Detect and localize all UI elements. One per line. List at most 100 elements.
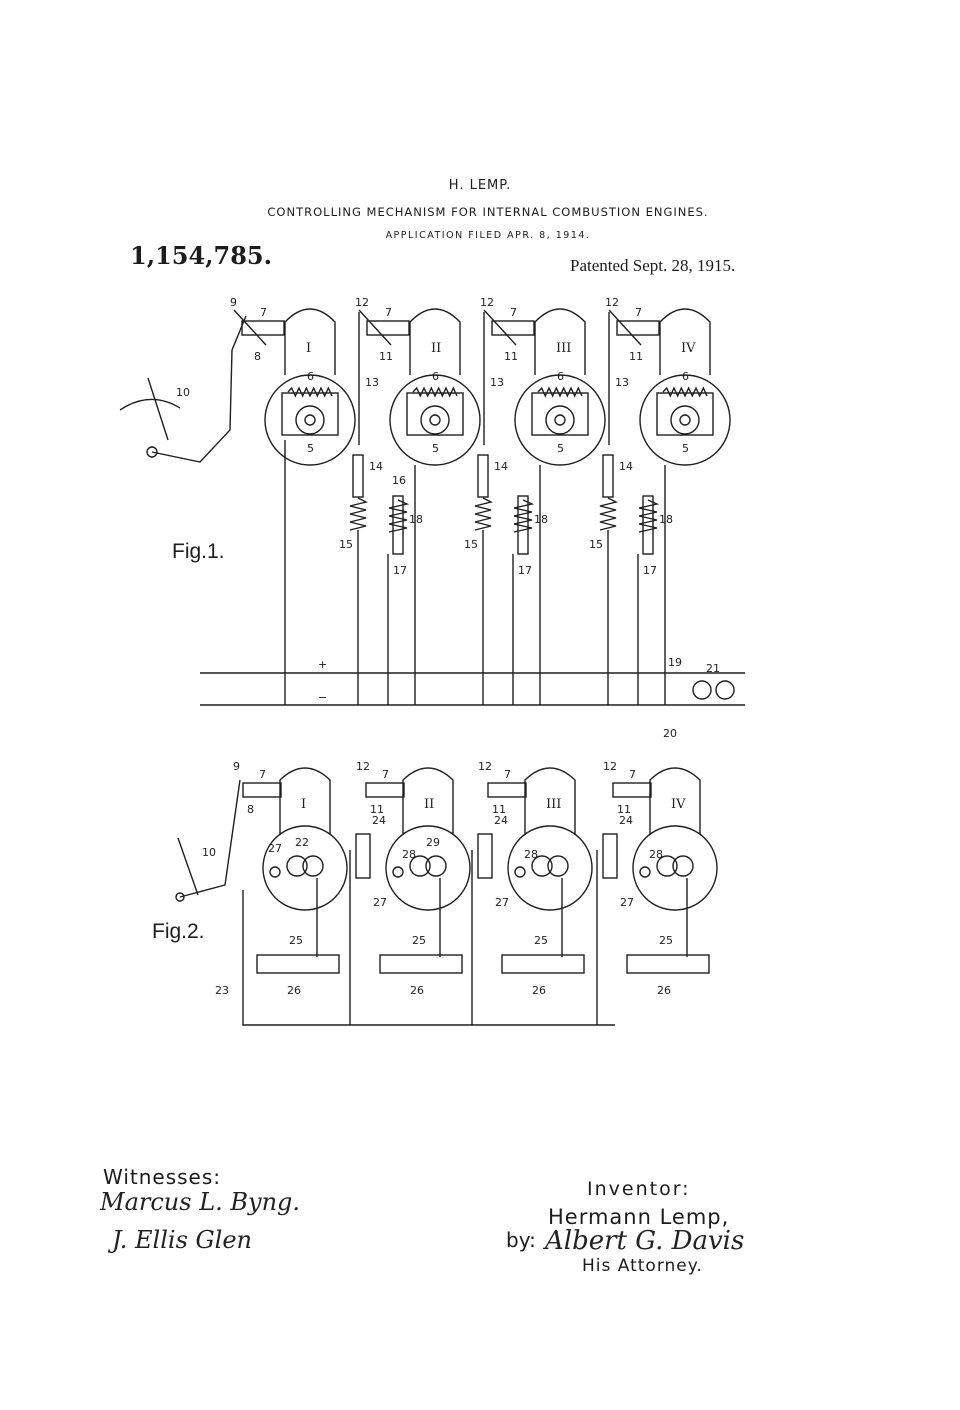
coil-18 [638,499,660,533]
pump-gear [531,855,553,877]
ref-label: 13 [615,376,629,389]
figure-1-diagram: I65798II65712111314151817III657121113141… [119,296,745,740]
patent-date: Patented Sept. 28, 1915. [570,256,736,275]
ref-label: 9 [233,760,240,773]
ref-label: 8 [254,350,261,363]
valve-27 [269,866,281,878]
oil-tank [626,954,710,974]
ref-label: 26 [532,984,546,997]
ref-label: 6 [307,370,314,383]
ref-label: 25 [412,934,426,947]
crankcase [264,374,356,466]
ref-label: 7 [385,306,392,319]
cylinder-24 [602,833,618,879]
valve-27 [639,866,651,878]
witnesses-label: Witnesses: [103,1165,222,1189]
shaft [554,414,566,426]
ref-label: 13 [490,376,504,389]
crankcase [632,825,718,911]
ref-label: 26 [410,984,424,997]
governor-housing [406,392,464,436]
ref-label: 17 [643,564,657,577]
attorney-signature: Albert G. Davis [545,1226,745,1256]
engine-numeral: IV [671,797,686,812]
ref-label: 27 [620,896,634,909]
ref-label: 11 [504,350,518,363]
ref-label: 17 [518,564,532,577]
ref-label: 5 [682,442,689,455]
ref-label: 22 [295,836,309,849]
throttle-lever [233,309,267,346]
cylinder-24 [355,833,371,879]
oil-tank [379,954,463,974]
application-filed-line: APPLICATION FILED APR. 8, 1914. [385,230,591,241]
flywheel [295,405,325,435]
cylinder-outline [409,308,461,375]
ref-label: 10 [176,386,190,399]
throttle-lever [358,309,392,346]
ref-label: 24 [494,814,508,827]
engine-numeral: I [306,341,311,356]
ref-label: 18 [534,513,548,526]
handle-linkage [179,779,241,898]
ref-label: 18 [659,513,673,526]
cylinder-outline [524,767,576,835]
cylinder-outline [402,767,454,835]
ref-label: 7 [382,768,389,781]
ref-label: 15 [464,538,478,551]
pump-gear [547,855,569,877]
ref-label: 29 [426,836,440,849]
cylinder-outline [534,308,586,375]
ref-label: 12 [478,760,492,773]
cylinder-outline [279,767,331,835]
negative-sign: − [318,691,327,704]
handle-10 [177,837,199,896]
patent-number: 1,154,785. [130,241,272,270]
handle-pivot [175,892,185,902]
ref-label: 6 [557,370,564,383]
ref-label: 12 [356,760,370,773]
ref-label: 11 [379,350,393,363]
engine-numeral: III [556,341,571,356]
governor-housing [531,392,589,436]
pump-gear [409,855,431,877]
ref-label: 27 [373,896,387,909]
flywheel [420,405,450,435]
ref-label: 16 [392,474,406,487]
ref-label: 27 [495,896,509,909]
ref-label: 5 [307,442,314,455]
ref-label: 25 [289,934,303,947]
ref-label: 24 [372,814,386,827]
inventor-heading: H. LEMP. [448,178,512,193]
by-label: by: [506,1228,536,1252]
ref-label: 12 [355,296,369,309]
cylinder-24 [477,833,493,879]
throttle-valve [487,782,527,798]
ref-label: 15 [339,538,353,551]
throttle-valve [366,320,410,336]
ref-label: 23 [215,984,229,997]
attorney-label: His Attorney. [582,1256,703,1276]
ref-label: 26 [287,984,301,997]
cylinder-outline [649,767,701,835]
shaft [304,414,316,426]
coil-18 [513,499,535,533]
governor-housing [281,392,339,436]
ref-label: 21 [706,662,720,675]
spring-15 [349,497,369,531]
engine-numeral: IV [681,341,696,356]
pump-gear [286,855,308,877]
flywheel [545,405,575,435]
coil-18 [388,499,410,533]
spring-15 [599,497,619,531]
pump-gear [302,855,324,877]
throttle-valve [612,782,652,798]
valve-27 [392,866,404,878]
oil-tank [256,954,340,974]
